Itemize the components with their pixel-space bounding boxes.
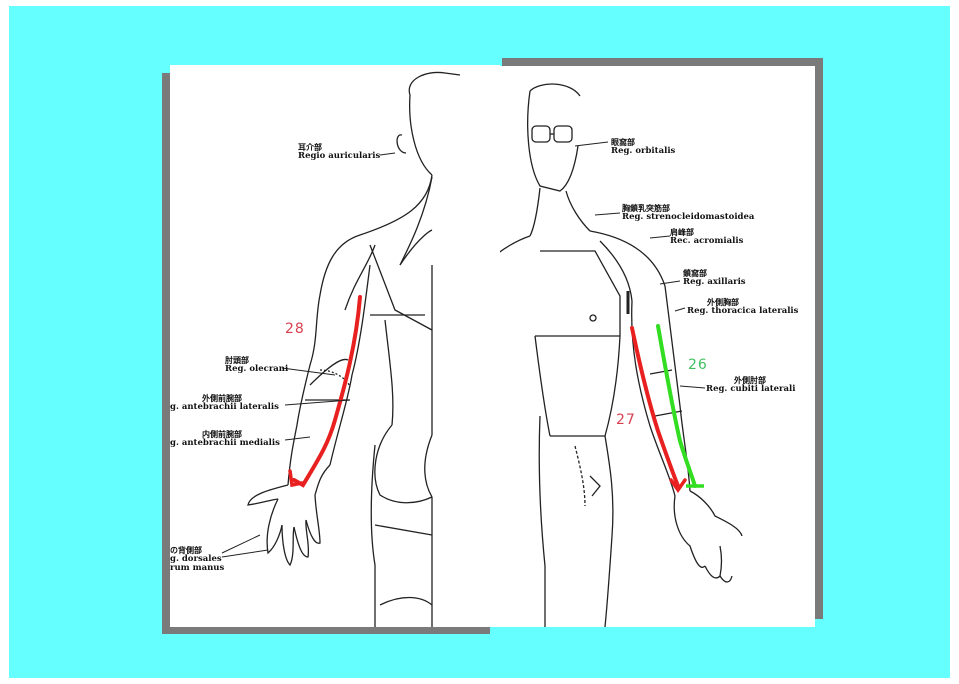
label-dorsales-manus: の背側部 g. dorsales rum manus [170,546,224,573]
label-latin: rum manus [170,563,224,573]
label-antebrachii-lateralis: 外側前腕部 g. antebrachii lateralis [170,394,279,412]
label-latin: Reg. axillaris [683,277,746,287]
label-rec-acromialis: 肩峰部 Rec. acromialis [670,228,743,246]
label-latin: Reg. orbitalis [611,146,675,156]
left-anatomy-card: 耳介部 Regio auricularis 肘頭部 Reg. olecrani … [170,65,500,627]
label-regio-auricularis: 耳介部 Regio auricularis [298,143,380,161]
label-latin: Reg. cubiti laterali [706,384,796,394]
label-reg-olecrani: 肘頭部 Reg. olecrani [225,356,288,374]
label-latin: Regio auricularis [298,151,380,161]
label-latin: g. antebrachii lateralis [170,402,279,412]
meridian-number-26: 26 [688,357,708,373]
label-reg-cubiti-lateralis: 外側肘部 Reg. cubiti laterali [706,376,796,394]
label-latin: g. antebrachii medialis [170,438,280,448]
meridian-number-28: 28 [285,321,305,337]
label-latin: Rec. acromialis [670,236,743,246]
label-antebrachii-medialis: 内側前腕部 g. antebrachii medialis [170,430,280,448]
label-reg-strenocleidomastoidea: 胸鎖乳突筋部 Reg. strenocleidomastoidea [622,204,754,222]
label-reg-axillaris: 鎖窩部 Reg. axillaris [683,269,746,287]
label-latin: Reg. strenocleidomastoidea [622,212,754,222]
label-reg-thoracica-lateralis: 外側胸部 Reg. thoracica lateralis [687,298,798,316]
label-latin: Reg. thoracica lateralis [687,306,798,316]
label-reg-orbitalis: 眼窩部 Reg. orbitalis [611,138,675,156]
meridian-number-27: 27 [616,412,636,428]
label-latin: Reg. olecrani [225,364,288,374]
right-anatomy-card: 眼窩部 Reg. orbitalis 胸鎖乳突筋部 Reg. strenocle… [500,66,815,627]
